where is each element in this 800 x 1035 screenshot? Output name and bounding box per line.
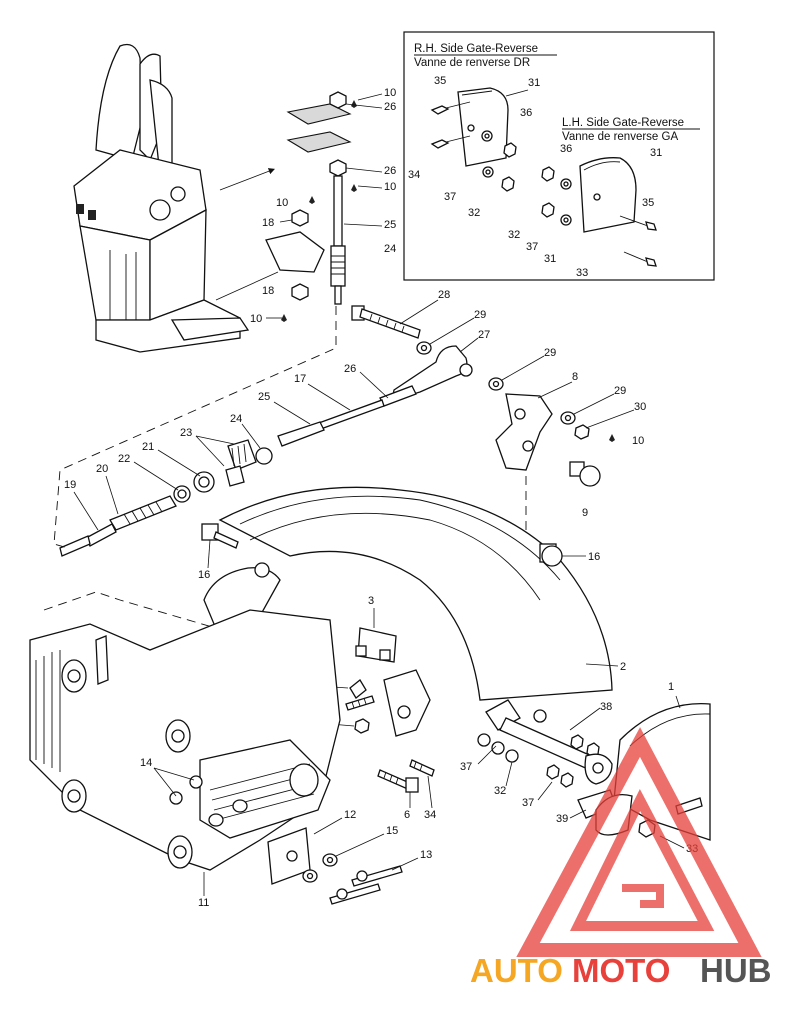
callout-12: 12 [344,809,356,821]
watermark-part1: AUTO [470,952,563,989]
callout-15: 15 [386,825,398,837]
callout-35a: 35 [434,75,446,87]
callout-16b: 16 [588,551,600,563]
callout-9: 9 [582,507,588,519]
callout-32b: 32 [508,229,520,241]
callout-27: 27 [478,329,490,341]
callout-18a: 18 [262,217,274,229]
callout-6: 6 [404,809,410,821]
callout-10e: 10 [632,435,644,447]
callout-22: 22 [118,453,130,465]
callout-39: 39 [556,813,568,825]
shift-cable-assembly [59,305,615,560]
callout-38: 38 [600,701,612,713]
callout-33a: 33 [576,267,588,279]
callout-23: 23 [180,427,192,439]
callout-37a: 37 [444,191,456,203]
callout-26a: 26 [384,101,396,113]
callout-31b: 31 [650,147,662,159]
callout-21: 21 [142,441,154,453]
callout-32a: 32 [468,207,480,219]
throttle-lever-assembly [73,43,250,353]
callout-1: 1 [668,681,674,693]
rh-title-fr: Vanne de renverse DR [414,57,530,69]
automotohub-watermark-logo [516,727,762,957]
callout-10a: 10 [384,87,396,99]
lh-title-en: L.H. Side Gate-Reverse [562,117,684,129]
callout-26c: 26 [344,363,356,375]
callout-11: 11 [198,897,209,909]
callout-20: 20 [96,463,108,475]
callout-10b: 10 [384,181,396,193]
callout-8: 8 [572,371,578,383]
callout-28: 28 [438,289,450,301]
callout-2: 2 [620,661,626,673]
watermark-part3: HUB [700,952,772,989]
callout-29a: 29 [474,309,486,321]
callout-10c: 10 [276,197,288,209]
lh-title-fr: Vanne de renverse GA [562,131,678,143]
callout-19: 19 [64,479,76,491]
callout-10d: 10 [250,313,262,325]
callout-37d: 37 [522,797,534,809]
callout-36b: 36 [560,143,572,155]
housing-fasteners [267,827,403,905]
small-hardware [345,627,431,737]
callout-24b: 24 [230,413,242,425]
watermark-part2: MOTO [572,952,670,989]
inset-gate-reverse: R.H. Side Gate-Reverse Vanne de renverse… [403,31,715,281]
callout-18b: 18 [262,285,274,297]
callout-29c: 29 [614,385,626,397]
callout-30: 30 [634,401,646,413]
callout-36a: 36 [520,107,532,119]
callout-17: 17 [294,373,306,385]
callout-29b: 29 [544,347,556,359]
rh-title-en: R.H. Side Gate-Reverse [414,43,538,55]
callout-34b: 34 [424,809,436,821]
callout-37c: 37 [460,761,472,773]
callout-31a: 31 [528,77,540,89]
callout-34a: 34 [408,169,420,181]
callout-26b: 26 [384,165,396,177]
jet-pump-housing [29,609,341,871]
reverse-gate-nozzle [201,486,613,701]
callout-37b: 37 [526,241,538,253]
callout-25a: 25 [384,219,396,231]
callout-35b: 35 [642,197,654,209]
callout-24a: 24 [384,243,396,255]
callout-31c: 31 [544,253,556,265]
bolts-6-34 [377,759,435,793]
callout-3: 3 [368,595,374,607]
callout-16a: 16 [198,569,210,581]
cable-end-stack [265,91,357,322]
callout-32c: 32 [494,785,506,797]
callout-14: 14 [140,757,152,769]
callout-13: 13 [420,849,432,861]
callout-25b: 25 [258,391,270,403]
